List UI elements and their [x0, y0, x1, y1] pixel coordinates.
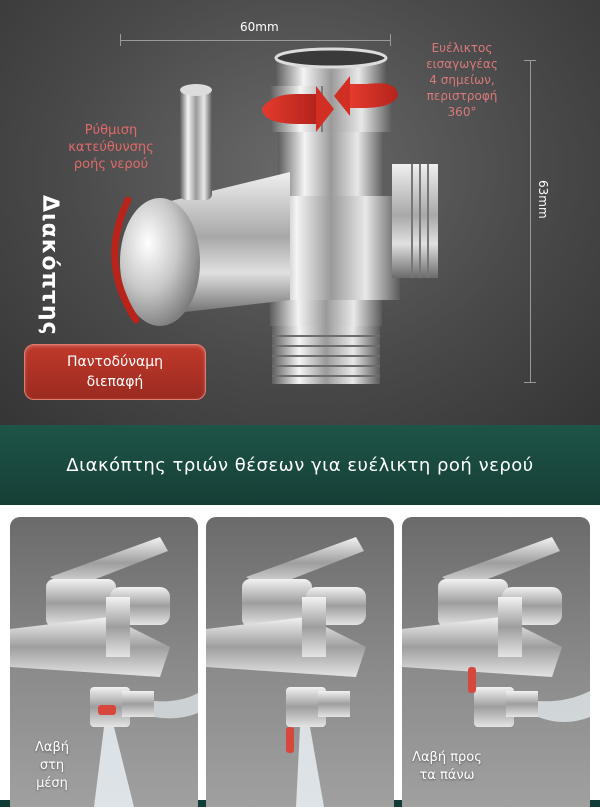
- adapter-callout-line: Ευέλικτος: [431, 41, 493, 55]
- panel-caption-line: Λαβή: [35, 740, 69, 755]
- valve-illustration: [111, 47, 438, 384]
- adapter-rotation-callout: Ευέλικτος εισαγωγέας 4 σημείων, περιστρο…: [414, 40, 510, 120]
- flow-callout-line: ροής νερού: [73, 157, 149, 172]
- switch-vertical-label: Διακόπτης: [37, 195, 62, 336]
- panel-caption-line: μέση: [36, 776, 68, 791]
- height-dimension-line: [530, 60, 531, 382]
- height-dimension-tick-bottom: [524, 382, 536, 383]
- interface-badge: Παντοδύναμη διεπαφή: [24, 344, 206, 400]
- usage-panel-middle: Λαβή στη μέση: [10, 517, 198, 807]
- faucet-illustration: [402, 537, 590, 727]
- adapter-callout-line: 360°: [447, 105, 477, 119]
- usage-panel-up: Λαβή προς τα πάνω: [402, 517, 590, 807]
- adapter-callout-line: 4 σημείων,: [429, 73, 495, 87]
- adapter-callout-line: περιστροφή: [426, 89, 498, 103]
- panel-caption-up: Λαβή προς τα πάνω: [402, 749, 492, 785]
- usage-panel-down: [206, 517, 394, 807]
- usage-panels: Λαβή στη μέση: [0, 505, 600, 807]
- height-dimension-tick-top: [524, 60, 536, 61]
- panel-caption-middle: Λαβή στη μέση: [22, 739, 82, 793]
- product-hero-image: 60mm 63mm Ευέλικτος εισαγωγέας 4 σημείων…: [0, 0, 600, 425]
- feature-banner: Διακόπτης τριών θέσεων για ευέλικτη ροή …: [0, 425, 600, 505]
- panel-caption-line: τα πάνω: [419, 768, 475, 783]
- width-dimension-tick-left: [120, 34, 121, 46]
- badge-line: διεπαφή: [86, 374, 144, 390]
- width-dimension-tick-right: [390, 34, 391, 46]
- flow-callout-line: κατεύθυνσης: [68, 140, 154, 155]
- panel-caption-line: Λαβή προς: [412, 750, 482, 765]
- height-dimension-label: 63mm: [536, 180, 550, 219]
- banner-title: Διακόπτης τριών θέσεων για ευέλικτη ροή …: [66, 454, 534, 476]
- width-dimension-label: 60mm: [240, 20, 279, 34]
- width-dimension-line: [120, 40, 390, 41]
- faucet-illustration: [10, 537, 198, 807]
- flow-direction-callout: Ρύθμιση κατεύθυνσης ροής νερού: [56, 122, 166, 173]
- badge-line: Παντοδύναμη: [66, 354, 164, 370]
- adapter-callout-line: εισαγωγέας: [426, 57, 498, 71]
- panel-caption-line: στη: [39, 758, 65, 773]
- faucet-illustration: [206, 537, 366, 807]
- flow-callout-line: Ρύθμιση: [84, 123, 138, 138]
